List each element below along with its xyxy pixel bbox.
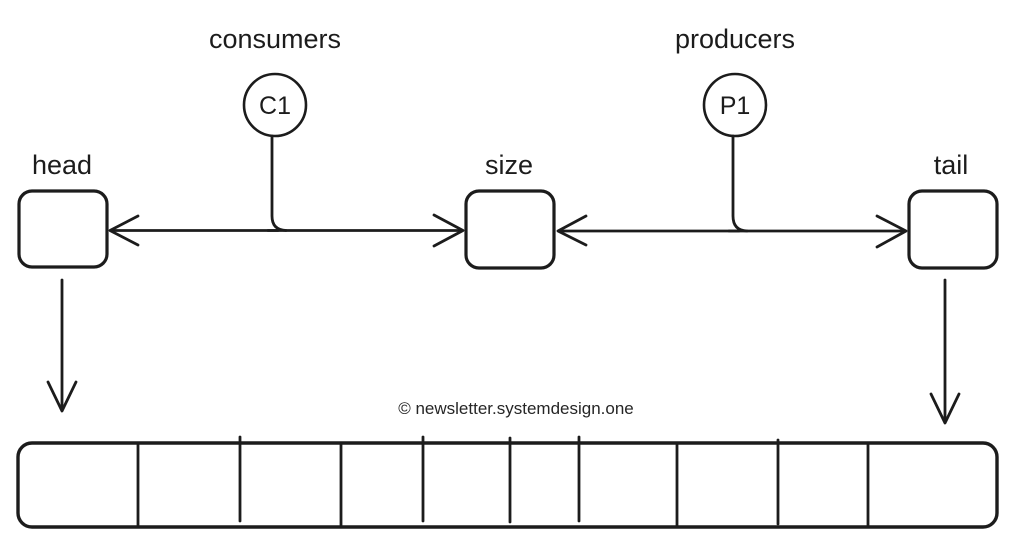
buffer-outline (16, 441, 999, 529)
c1-circle (242, 72, 308, 138)
size-box-label: size (485, 150, 533, 180)
head-box[interactable] (17, 189, 109, 269)
edge-c1-to-size-arrowhead (432, 213, 465, 248)
edge-c1-to-head-arrowhead (108, 214, 140, 247)
watermark-text: © newsletter.systemdesign.one (398, 399, 634, 418)
producer-node-p1[interactable]: P1 (702, 72, 768, 138)
consumers-group-label: consumers (209, 24, 341, 54)
head-box-label: head (32, 150, 92, 180)
p1-label: P1 (720, 92, 751, 120)
size-box[interactable] (464, 189, 556, 270)
c1-label: C1 (259, 92, 291, 120)
edge-tail-to-buffer-arrowhead (929, 392, 961, 425)
tail-box-label: tail (934, 150, 969, 180)
p1-circle (702, 72, 768, 138)
producers-group-label: producers (675, 24, 795, 54)
edge-p1-to-tail-arrowhead (875, 214, 908, 249)
consumer-node-c1[interactable]: C1 (242, 72, 308, 138)
edge-head-to-buffer-arrowhead (46, 380, 78, 413)
ring-buffer[interactable] (16, 435, 999, 529)
tail-box[interactable] (907, 189, 999, 270)
c1-stem-connector (270, 134, 288, 232)
edge-p1-to-size-arrowhead (556, 214, 588, 247)
p1-stem-connector (731, 134, 749, 233)
